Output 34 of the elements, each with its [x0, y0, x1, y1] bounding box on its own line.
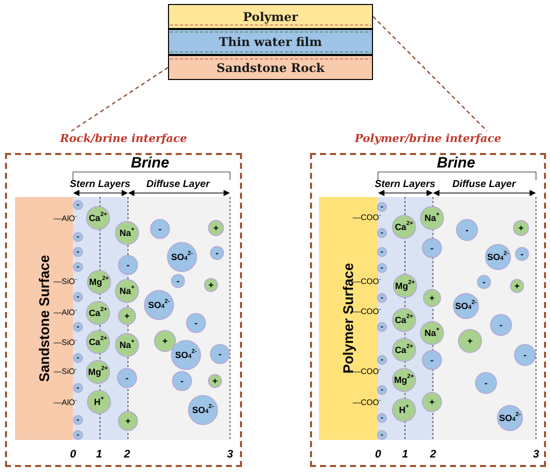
surface-group-label: —COO$^{-}$	[352, 399, 381, 407]
layer-label: Diffuse Layer	[146, 180, 210, 190]
distance-label: 0	[374, 450, 382, 460]
panel-heading: Polymer/brine interface	[354, 131, 502, 147]
region-label: Brine	[130, 156, 170, 170]
surface-group-label: —SiO$^{-}$	[54, 368, 77, 376]
layer-label: Stern Layers	[374, 180, 436, 190]
distance-label: 1	[402, 450, 408, 460]
distance-label: 2	[430, 450, 436, 460]
surface-band	[319, 197, 378, 440]
layer-label: Stern Layers	[70, 180, 130, 190]
surface-group-label: —COO$^{-}$	[352, 308, 381, 316]
surface-group-label: —COO$^{-}$	[352, 214, 381, 222]
layer-band: Sandstone Rock	[168, 55, 373, 80]
region-label: Brine	[436, 156, 476, 170]
surface-band	[15, 197, 73, 440]
distance-label: 3	[532, 450, 540, 460]
distance-label: 0	[70, 450, 76, 460]
surface-group-label: —AlO$^{-}$	[54, 215, 77, 223]
zoom-leader-line	[372, 16, 488, 132]
surface-group-label: —SiO$^{-}$	[54, 278, 77, 286]
surface-group-label: —AlO$^{-}$	[54, 399, 77, 407]
layer-band: Polymer	[168, 4, 373, 29]
distance-label: 3	[226, 450, 234, 460]
layer-band: Thin water film	[168, 29, 373, 55]
surface-group-label: —SiO$^{-}$	[54, 339, 77, 347]
distance-label: 1	[96, 450, 102, 460]
surface-group-label: —COO$^{-}$	[352, 278, 381, 286]
surface-group-label: —AlO$^{-}$	[54, 309, 77, 317]
zoom-leader-line	[71, 67, 168, 132]
surface-label: Sandstone Surface	[34, 255, 52, 382]
layer-label: Diffuse Layer	[452, 180, 516, 190]
panel-heading: Rock/brine interface	[58, 131, 188, 147]
distance-label: 2	[124, 450, 130, 460]
